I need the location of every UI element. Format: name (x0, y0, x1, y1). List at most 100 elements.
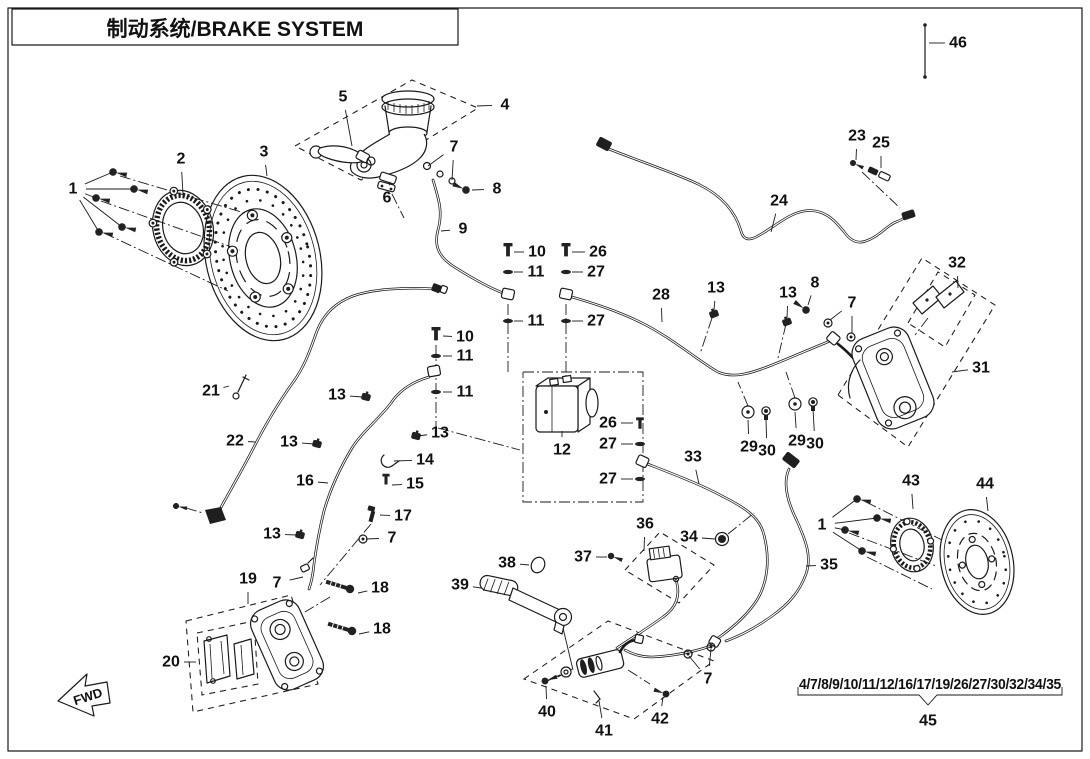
part-label-11: 11 (457, 384, 474, 401)
part-label-2: 2 (177, 151, 186, 168)
leader-line-3 (265, 164, 268, 177)
leader-line-13 (349, 395, 363, 398)
leader-line-42 (661, 696, 664, 707)
front-master-cylinder-group-box (293, 79, 480, 181)
part-label-7: 7 (388, 530, 397, 547)
part-label-12: 12 (553, 442, 571, 459)
part-label-26: 26 (599, 415, 617, 432)
rear-brake-pads (912, 280, 965, 315)
leader-line-43 (911, 493, 914, 510)
rear-master-cylinder (546, 633, 645, 704)
part-label-14: 14 (416, 452, 434, 469)
caliper-bolts (324, 577, 358, 637)
part-label-1: 1 (818, 517, 827, 534)
part-label-7: 7 (450, 139, 459, 156)
part-label-15: 15 (406, 476, 424, 493)
part-label-30: 30 (806, 436, 824, 453)
rear-caliper-group-box (837, 257, 996, 448)
leader-line-44 (985, 496, 989, 512)
leader-line-40 (545, 685, 547, 700)
part-label-8: 8 (811, 275, 820, 292)
part-label-18: 18 (373, 621, 391, 638)
leader-line-7 (289, 576, 304, 581)
rear-hose-washers-and-bolt (792, 298, 856, 342)
fwd-arrow: FWD (57, 673, 111, 717)
part-label-27: 27 (587, 313, 605, 330)
front-brake-disc (203, 174, 323, 342)
leader-line-31 (951, 369, 969, 373)
leader-line-1 (84, 193, 97, 199)
leader-line-30 (812, 408, 815, 432)
part-label-11: 11 (528, 264, 545, 281)
abs-module-group-box (522, 371, 644, 503)
part-label-27: 27 (599, 471, 617, 488)
part-label-17: 17 (394, 508, 412, 525)
part-label-9: 9 (459, 221, 468, 238)
leader-line-38 (519, 563, 530, 566)
front-brake-hose-upper (431, 178, 505, 295)
part-label-18: 18 (371, 580, 389, 597)
rear-sensor-mount-parts (848, 158, 891, 182)
part-label-43: 43 (902, 473, 920, 490)
front-sensor-mount-parts (172, 374, 250, 512)
part-label-32: 32 (948, 255, 966, 272)
leader-line-1 (834, 527, 846, 531)
part-label-10: 10 (528, 244, 546, 261)
leader-line-1 (834, 517, 878, 524)
front-sensor-wire (205, 283, 449, 524)
cable-tie (923, 23, 927, 79)
leader-line-13 (713, 300, 716, 311)
part-label-21: 21 (202, 383, 220, 400)
leader-line-39 (472, 586, 482, 589)
rear-brake-hose-lower (623, 461, 769, 659)
abs-module (535, 374, 599, 433)
part-label-38: 38 (498, 555, 516, 572)
part-label-24: 24 (770, 193, 788, 210)
leader-line-1 (84, 171, 114, 185)
leader-line-41 (598, 700, 603, 719)
part-label-33: 33 (684, 449, 702, 466)
leader-line-13 (301, 442, 315, 445)
leader-line-7 (427, 154, 444, 167)
part-label-44: 44 (976, 476, 994, 493)
part-label-7: 7 (704, 671, 713, 688)
front-brake-pads (203, 634, 255, 684)
rear-disc-bolts (840, 494, 892, 558)
rear-pads-group-box (907, 271, 976, 348)
pedal-return-oring (530, 556, 546, 574)
reservoir-bolt (606, 551, 624, 564)
part-label-27: 27 (587, 264, 605, 281)
leader-line-5 (344, 109, 353, 147)
part-label-19: 19 (239, 571, 257, 588)
part-label-35: 35 (820, 557, 838, 574)
leader-line-7 (451, 159, 454, 181)
leader-line-1 (832, 498, 858, 518)
leader-line-1 (82, 196, 123, 228)
part-label-10: 10 (456, 329, 474, 346)
leader-line-33 (695, 469, 700, 485)
part-label-41: 41 (595, 723, 613, 740)
leader-line-18 (357, 590, 368, 594)
leader-line-6 (388, 181, 391, 186)
part-label-7: 7 (273, 575, 282, 592)
rear-master-bolts (540, 673, 671, 699)
front-brake-hose-lower (307, 375, 431, 591)
part-label-29: 29 (788, 433, 806, 450)
front-abs-ring (148, 186, 215, 267)
abs-outlet-fittings (635, 417, 650, 482)
leader-line-34 (701, 537, 716, 540)
rear-reservoir-group-box (624, 531, 715, 604)
part-label-11: 11 (457, 348, 474, 365)
part-label-23: 23 (848, 128, 866, 145)
footer-bracket (797, 687, 1063, 706)
leader-line-36 (643, 536, 645, 552)
part-label-4: 4 (501, 97, 510, 114)
leader-line-7 (365, 538, 380, 540)
leader-line-29 (794, 411, 797, 429)
leader-line-7 (829, 310, 842, 321)
part-label-27: 27 (599, 436, 617, 453)
leader-line-14 (393, 459, 413, 462)
leader-line-8 (807, 295, 812, 306)
front-caliper-group-box (185, 594, 319, 713)
